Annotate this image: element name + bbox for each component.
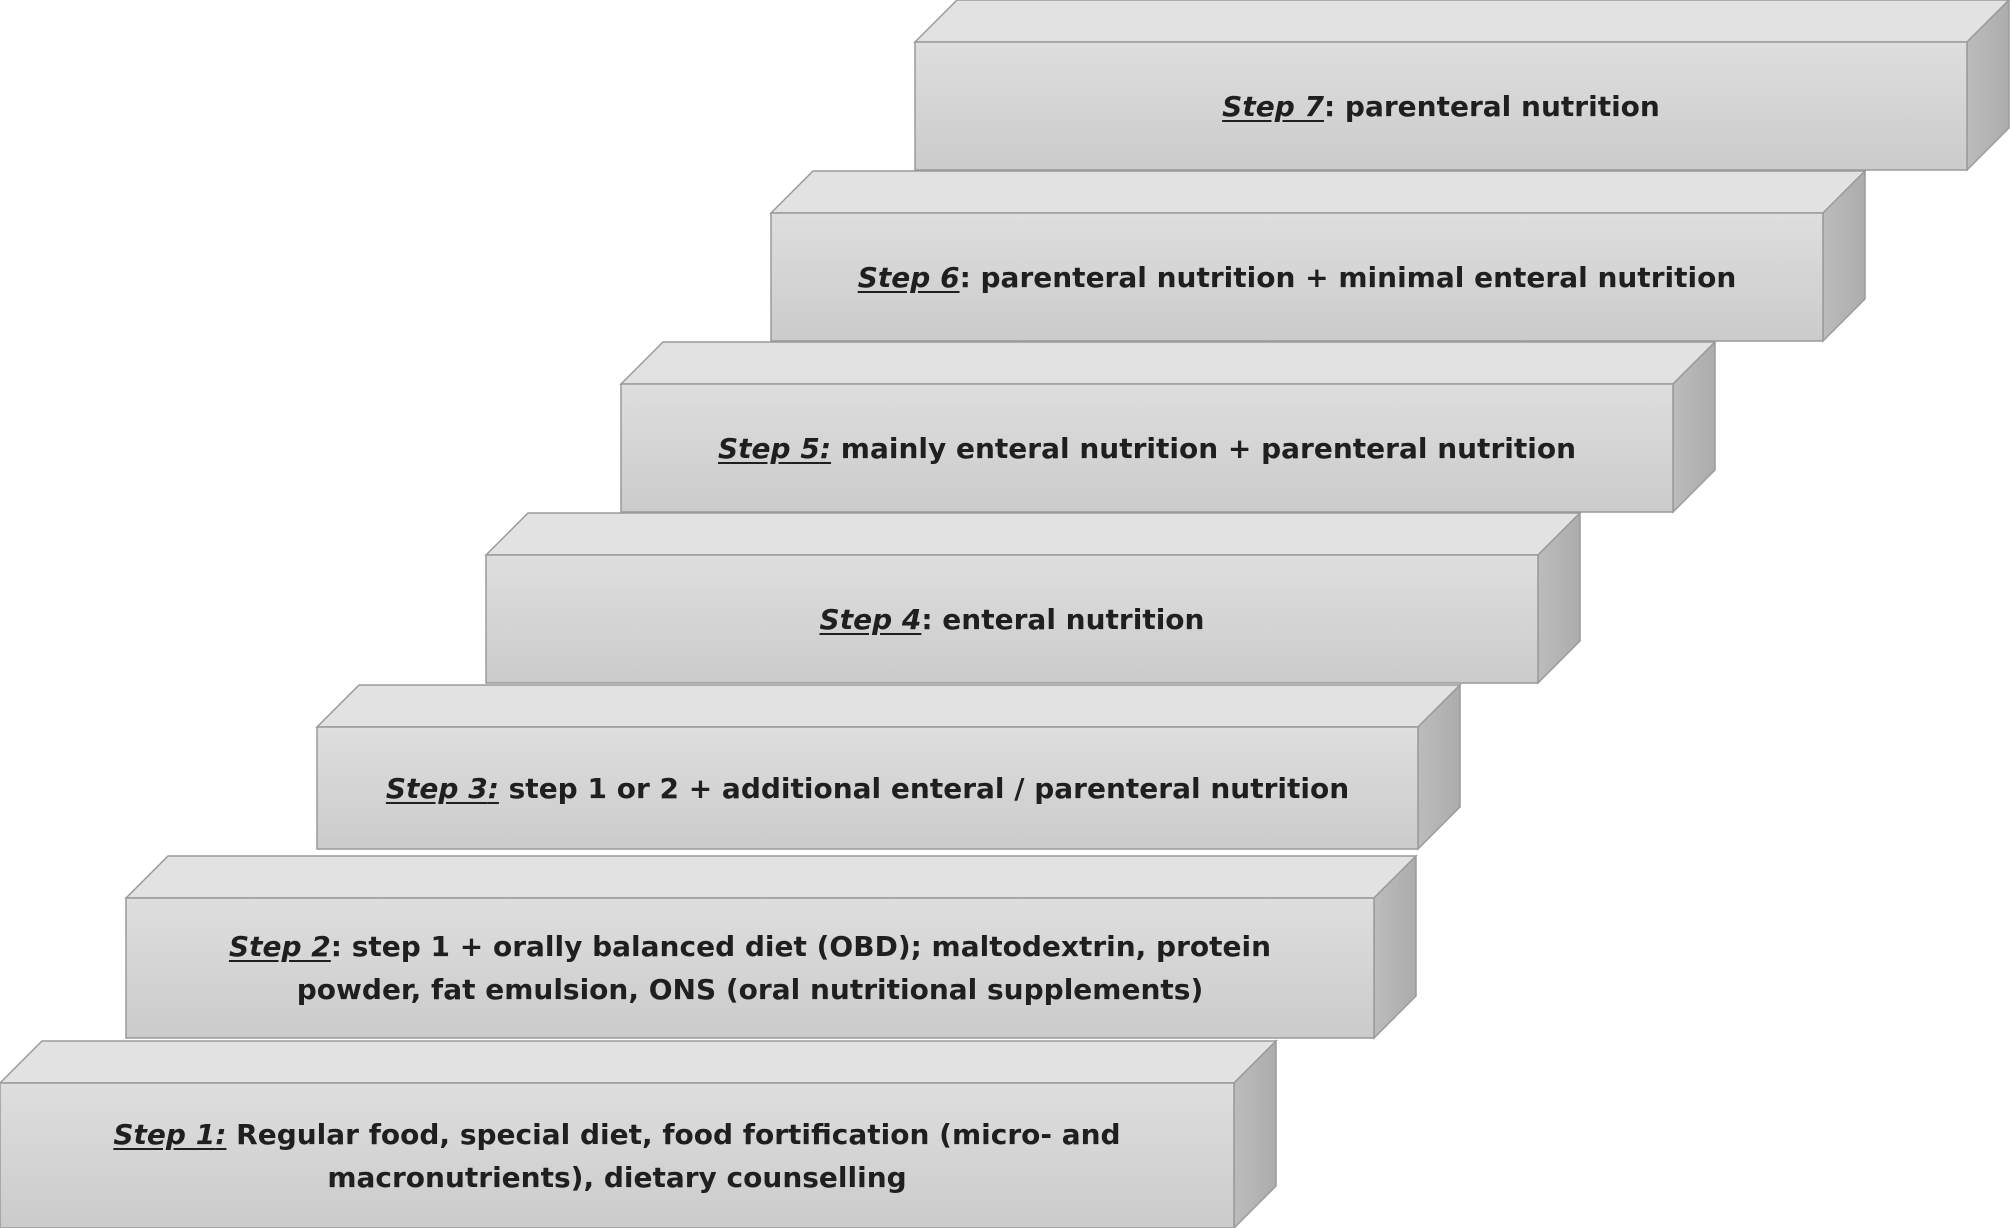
step-3-text: step 1 or 2 + additional enteral / paren… <box>498 771 1350 805</box>
step-7-front-face <box>914 41 1968 171</box>
step-1-text: Regular food, special diet, food fortifi… <box>226 1117 1121 1194</box>
step-6-separator: : <box>959 260 971 294</box>
step-5-separator: : <box>819 431 832 465</box>
step-4-separator: : <box>921 602 933 636</box>
step-1-top-face <box>0 1040 1278 1084</box>
step-5-top-face <box>619 341 1717 385</box>
step-4-top-face <box>484 512 1582 556</box>
step-6-name: Step 6 <box>857 260 960 294</box>
step-7-separator: : <box>1323 89 1336 123</box>
step-3-front-face <box>316 726 1419 850</box>
step-6-label: Step 6: parenteral nutrition + minimal e… <box>771 213 1823 341</box>
step-6-text: parenteral nutrition + minimal enteral n… <box>970 260 1737 294</box>
step-3-block <box>315 683 1462 851</box>
step-7-name: Step 7 <box>1222 89 1324 123</box>
step-3-name: Step 3 <box>385 771 488 805</box>
step-2-front-face <box>125 897 1375 1039</box>
step-5-block <box>619 340 1717 514</box>
step-3-top-face <box>315 684 1462 728</box>
step-1-label: Step 1: Regular food, special diet, food… <box>0 1083 1234 1228</box>
step-7-block <box>913 0 2010 172</box>
step-4-text: enteral nutrition <box>932 602 1205 636</box>
step-2-name: Step 2 <box>228 930 331 963</box>
step-7-label: Step 7: parenteral nutrition <box>915 42 1967 170</box>
step-3-label: Step 3: step 1 or 2 + additional enteral… <box>317 727 1418 849</box>
step-4-block <box>484 511 1582 685</box>
step-2-text: step 1 + orally balanced diet (OBD); mal… <box>296 930 1272 1006</box>
step-7-top-face <box>913 0 2010 43</box>
step-2-top-face <box>124 855 1418 899</box>
step-6-top-face <box>769 170 1867 214</box>
step-2-block <box>124 854 1418 1040</box>
step-3-separator: : <box>487 771 499 805</box>
step-4-name: Step 4 <box>819 602 922 636</box>
step-5-name: Step 5 <box>718 431 820 465</box>
step-7-text: parenteral nutrition <box>1335 89 1660 123</box>
step-2-label: Step 2: step 1 + orally balanced diet (O… <box>126 898 1374 1038</box>
step-1-block <box>0 1039 1278 1228</box>
step-5-label: Step 5: mainly enteral nutrition + paren… <box>621 384 1673 512</box>
step-1-name: Step 1 <box>113 1117 216 1151</box>
step-2-separator: : <box>330 930 342 963</box>
step-4-label: Step 4: enteral nutrition <box>486 555 1538 683</box>
step-5-front-face <box>620 383 1674 513</box>
step-6-block <box>769 169 1867 343</box>
step-5-text: mainly enteral nutrition + parenteral nu… <box>831 431 1576 465</box>
step-1-front-face <box>0 1082 1235 1228</box>
step-1-separator: : <box>215 1117 227 1151</box>
step-4-front-face <box>485 554 1539 684</box>
step-6-front-face <box>770 212 1824 342</box>
